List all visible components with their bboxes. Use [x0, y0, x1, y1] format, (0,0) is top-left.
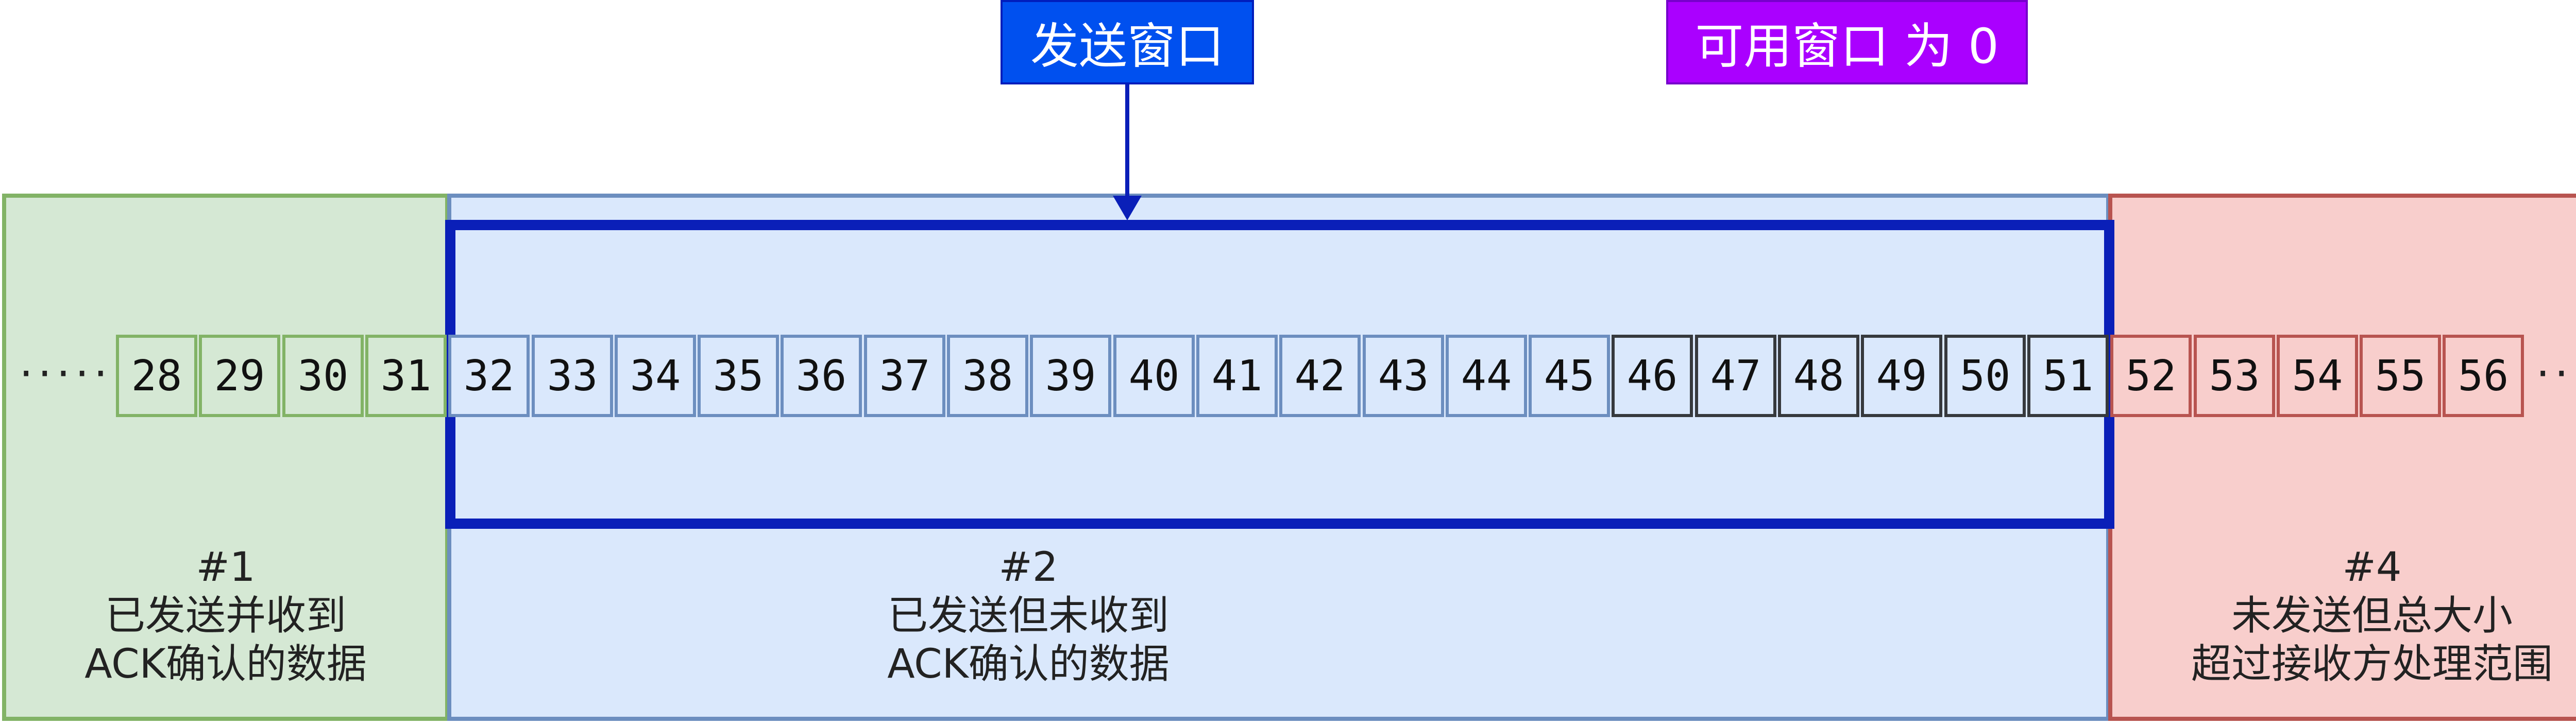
seq-cell-28: 28 [116, 335, 197, 417]
caption-blocked-line2: 超过接收方处理范围 [2191, 641, 2553, 687]
seq-cell-43: 43 [1363, 335, 1444, 417]
seq-cell-47: 47 [1695, 335, 1776, 417]
seq-cell-56: 56 [2443, 335, 2524, 417]
seq-cell-52: 52 [2110, 335, 2192, 417]
caption-sent-unacked-line1: 已发送但未收到 [887, 593, 1169, 639]
caption-sent-unacked-line2: ACK确认的数据 [887, 641, 1170, 687]
seq-cell-49: 49 [1861, 335, 1942, 417]
seq-cell-50: 50 [1944, 335, 2026, 417]
seq-cell-48: 48 [1778, 335, 1859, 417]
send-window-label: 发送窗口 [1001, 0, 1254, 84]
seq-cell-33: 33 [532, 335, 613, 417]
seq-cell-46: 46 [1612, 335, 1693, 417]
seq-cell-54: 54 [2277, 335, 2358, 417]
caption-acked: #1 已发送并收到 ACK确认的数据 [2, 543, 449, 688]
seq-cell-53: 53 [2194, 335, 2275, 417]
seq-cell-31: 31 [365, 335, 447, 417]
seq-cell-40: 40 [1113, 335, 1195, 417]
seq-cell-41: 41 [1196, 335, 1278, 417]
send-window-frame [445, 220, 2114, 529]
caption-acked-line1: 已发送并收到 [105, 593, 346, 639]
seq-cell-45: 45 [1529, 335, 1610, 417]
seq-cell-34: 34 [615, 335, 696, 417]
caption-blocked-line1: 未发送但总大小 [2231, 593, 2513, 639]
seq-cell-32: 32 [448, 335, 530, 417]
seq-cell-38: 38 [947, 335, 1028, 417]
caption-blocked: #4 未发送但总大小 超过接收方处理范围 [2108, 543, 2576, 688]
seq-cell-35: 35 [698, 335, 779, 417]
acked-region [2, 194, 449, 721]
seq-cell-44: 44 [1446, 335, 1527, 417]
seq-cell-42: 42 [1279, 335, 1361, 417]
seq-cell-55: 55 [2360, 335, 2441, 417]
seq-cell-30: 30 [282, 335, 364, 417]
usable-window-label: 可用窗口 为 0 [1666, 0, 2028, 84]
seq-cell-36: 36 [781, 335, 862, 417]
seq-cell-29: 29 [199, 335, 280, 417]
sent-unacked-region [447, 194, 2110, 721]
caption-acked-line2: ACK确认的数据 [84, 641, 367, 687]
seq-cell-39: 39 [1030, 335, 1111, 417]
caption-blocked-id: #4 [2342, 544, 2402, 591]
caption-sent-unacked: #2 已发送但未收到 ACK确认的数据 [447, 543, 1609, 688]
seq-cell-37: 37 [864, 335, 945, 417]
caption-acked-id: #1 [196, 544, 256, 591]
ellipsis-left: ····· [15, 353, 112, 395]
caption-sent-unacked-id: #2 [998, 544, 1058, 591]
send-window-arrow [1113, 84, 1142, 220]
seq-cell-51: 51 [2027, 335, 2109, 417]
ellipsis-right: ····· [2532, 353, 2576, 395]
